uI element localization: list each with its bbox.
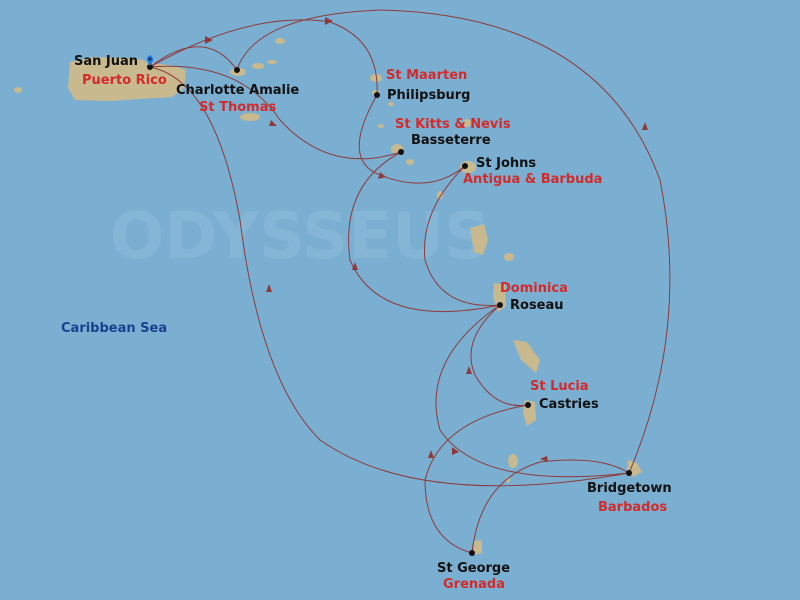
route-st-johns-roseau <box>424 165 501 306</box>
route-st-george-bridgetown <box>471 459 630 554</box>
port-marker-st-johns <box>462 163 468 169</box>
port-label-charlotte-amalie: Charlotte Amalie <box>176 83 300 98</box>
port-label-roseau: Roseau <box>510 298 564 313</box>
route-san-juan-charlotte-amalie <box>149 46 238 71</box>
route-arrows <box>205 17 648 462</box>
port-marker-roseau <box>497 302 503 308</box>
port-label-bridgetown: Bridgetown <box>587 481 672 496</box>
island-nevis <box>406 159 414 165</box>
country-label-barbados: Barbados <box>598 500 668 515</box>
route-basseterre-roseau <box>348 151 501 313</box>
island <box>504 253 514 261</box>
route-san-juan-philipsburg <box>149 19 378 96</box>
route-san-juan-basseterre <box>149 65 402 160</box>
watermark: ODYSSEUS <box>110 200 490 274</box>
route-arrow <box>642 122 648 130</box>
route-arrow <box>540 456 548 462</box>
route-arrow <box>205 36 213 44</box>
port-label-castries: Castries <box>539 397 599 412</box>
country-label-puerto-rico: Puerto Rico <box>82 73 167 88</box>
port-label-san-juan: San Juan <box>74 54 139 69</box>
port-markers <box>147 64 632 556</box>
route-arrow <box>378 172 386 179</box>
route-arrow <box>266 284 272 292</box>
island-puerto-rico <box>68 57 186 101</box>
port-marker-castries <box>525 402 531 408</box>
port-marker-philipsburg <box>374 92 380 98</box>
port-label-philipsburg: Philipsburg <box>387 88 471 103</box>
island-st-croix <box>240 113 260 121</box>
port-marker-bridgetown <box>626 470 632 476</box>
port-label-st-johns: St Johns <box>476 156 537 171</box>
route-arrow <box>352 262 358 270</box>
country-label-antigua-barbuda: Antigua & Barbuda <box>463 172 603 187</box>
island-guadeloupe <box>470 224 488 255</box>
port-label-st-george: St George <box>437 561 511 576</box>
route-roseau-castries <box>470 304 529 407</box>
country-label-dominica: Dominica <box>500 281 568 296</box>
routes <box>149 9 671 554</box>
island-st-vincent <box>508 454 518 468</box>
island-grenada <box>474 540 482 555</box>
country-label-st-kitts-nevis: St Kitts & Nevis <box>395 117 511 132</box>
route-castries-st-george <box>424 404 529 554</box>
country-label-st-lucia: St Lucia <box>530 379 589 394</box>
country-label-grenada: Grenada <box>443 577 506 592</box>
port-label-basseterre: Basseterre <box>411 133 491 148</box>
island <box>437 191 443 199</box>
route-arrow <box>466 366 472 374</box>
land <box>14 38 642 555</box>
island <box>388 102 394 106</box>
route-arrow <box>452 447 459 455</box>
route-arrow <box>428 450 434 458</box>
route-arrow <box>325 17 333 25</box>
port-marker-san-juan <box>147 64 153 70</box>
route-bridgetown-san-juan <box>149 66 630 487</box>
island-mona <box>14 87 22 93</box>
island-st-maarten <box>370 74 382 82</box>
country-label-st-thomas: St Thomas <box>199 100 277 115</box>
route-roseau-bridgetown <box>435 304 630 478</box>
island <box>267 60 277 64</box>
start-pin-icon <box>147 55 153 66</box>
route-charlotte-amalie-bridgetown <box>236 9 671 474</box>
island-martinique <box>513 340 540 373</box>
port-marker-basseterre <box>398 149 404 155</box>
island <box>463 119 471 127</box>
island <box>252 63 264 69</box>
island <box>378 124 384 128</box>
sea-label: Caribbean Sea <box>61 321 168 336</box>
island <box>275 38 285 44</box>
route-arrow <box>269 120 277 126</box>
port-marker-st-george <box>469 550 475 556</box>
port-marker-charlotte-amalie <box>234 67 240 73</box>
country-label-st-maarten: St Maarten <box>386 68 468 83</box>
